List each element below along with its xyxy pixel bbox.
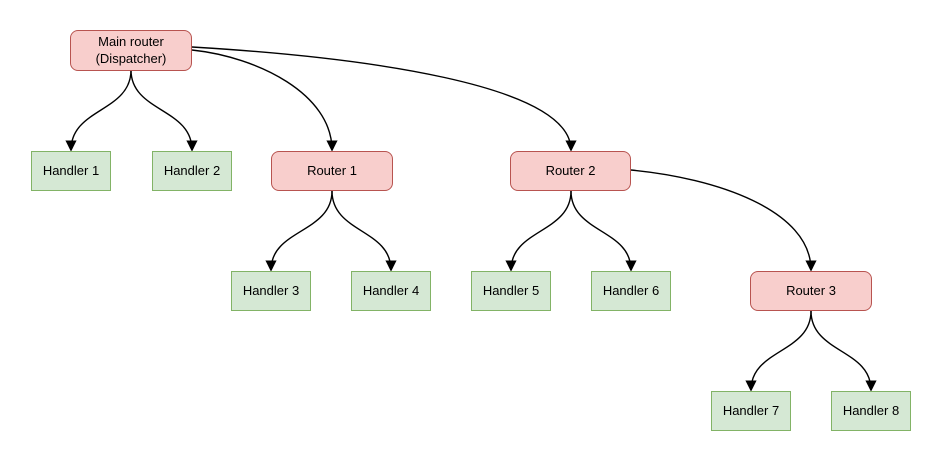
edge-router-2-to-router-3: [630, 169, 817, 272]
node-handler-5: Handler 5: [471, 271, 551, 311]
node-handler-2: Handler 2: [152, 151, 232, 191]
edge-router-1-to-handler-4: [331, 190, 397, 272]
node-handler-6: Handler 6: [591, 271, 671, 311]
node-handler-4: Handler 4: [351, 271, 431, 311]
node-handler-1: Handler 1: [31, 151, 111, 191]
edge-router-1-to-handler-3: [265, 190, 333, 272]
node-router-3: Router 3: [750, 271, 872, 311]
node-handler-7: Handler 7: [711, 391, 791, 431]
edge-main-to-router-1: [191, 49, 338, 152]
edge-router-3-to-handler-8: [810, 310, 877, 392]
node-handler-3: Handler 3: [231, 271, 311, 311]
node-router-1: Router 1: [271, 151, 393, 191]
edge-main-to-handler-1: [65, 69, 132, 152]
node-router-2: Router 2: [510, 151, 631, 191]
node-main-router: Main router (Dispatcher): [70, 30, 192, 71]
edge-router-2-to-handler-5: [505, 190, 572, 272]
edge-router-2-to-handler-6: [570, 190, 637, 272]
edge-main-to-handler-2: [130, 69, 198, 152]
edge-router-3-to-handler-7: [745, 310, 812, 392]
node-handler-8: Handler 8: [831, 391, 911, 431]
edge-main-to-router-2: [191, 46, 577, 152]
